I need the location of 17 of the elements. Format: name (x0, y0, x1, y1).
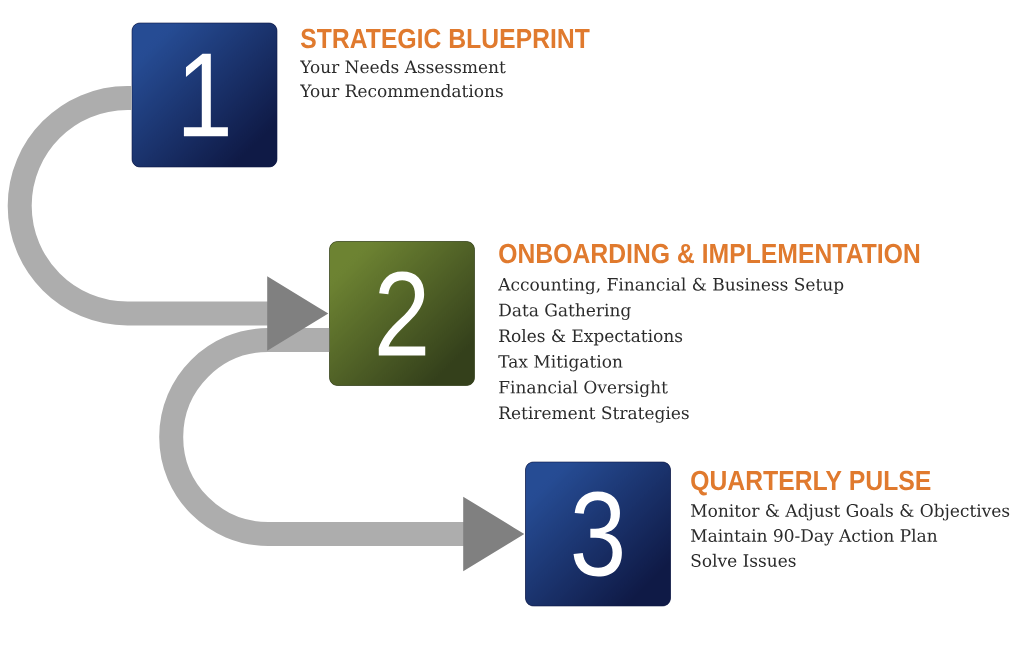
step-heading: STRATEGIC BLUEPRINT (300, 28, 590, 49)
step-heading: QUARTERLY PULSE (691, 470, 931, 496)
list-item: Roles & Expectations (499, 328, 683, 346)
list-item: Retirement Strategies (499, 406, 689, 423)
step-box: 1 (131, 22, 278, 168)
list-item: Your Needs Assessment (300, 60, 506, 74)
step-heading: ONBOARDING & IMPLEMENTATION (499, 243, 920, 264)
list-item: Monitor & Adjust Goals & Objectives (691, 503, 1010, 521)
list-item: Accounting, Financial & Business Setup (498, 277, 844, 295)
step-box: 2 (329, 241, 475, 386)
list-item: Data Gathering (499, 303, 631, 320)
list-item: Financial Oversight (499, 380, 668, 398)
list-item: Your Recommendations (300, 84, 503, 98)
step-box: 3 (525, 461, 671, 607)
list-item: Solve Issues (691, 553, 796, 567)
list-item: Tax Mitigation (498, 355, 623, 372)
list-item: Maintain 90-Day Action Plan (691, 528, 938, 546)
